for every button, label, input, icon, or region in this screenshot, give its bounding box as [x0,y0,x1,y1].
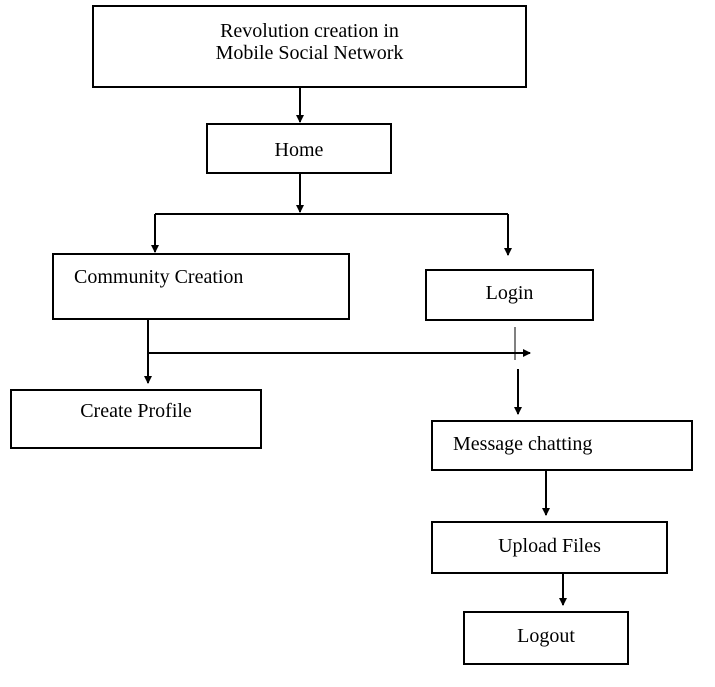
upload-files-node: Upload Files [431,521,668,574]
title-node-label: Revolution creation in Mobile Social Net… [215,20,404,64]
message-chatting-label: Message chatting [453,433,593,455]
community-creation-label: Community Creation [74,266,244,288]
community-creation-node: Community Creation [52,253,350,320]
title-node: Revolution creation in Mobile Social Net… [92,5,527,88]
home-node: Home [206,123,392,174]
login-label: Login [485,282,534,304]
create-profile-label: Create Profile [80,400,192,422]
logout-node: Logout [463,611,629,665]
logout-label: Logout [517,625,575,647]
message-chatting-node: Message chatting [431,420,693,471]
upload-files-label: Upload Files [498,535,601,557]
login-node: Login [425,269,594,321]
create-profile-node: Create Profile [10,389,262,449]
home-node-label: Home [274,139,324,161]
